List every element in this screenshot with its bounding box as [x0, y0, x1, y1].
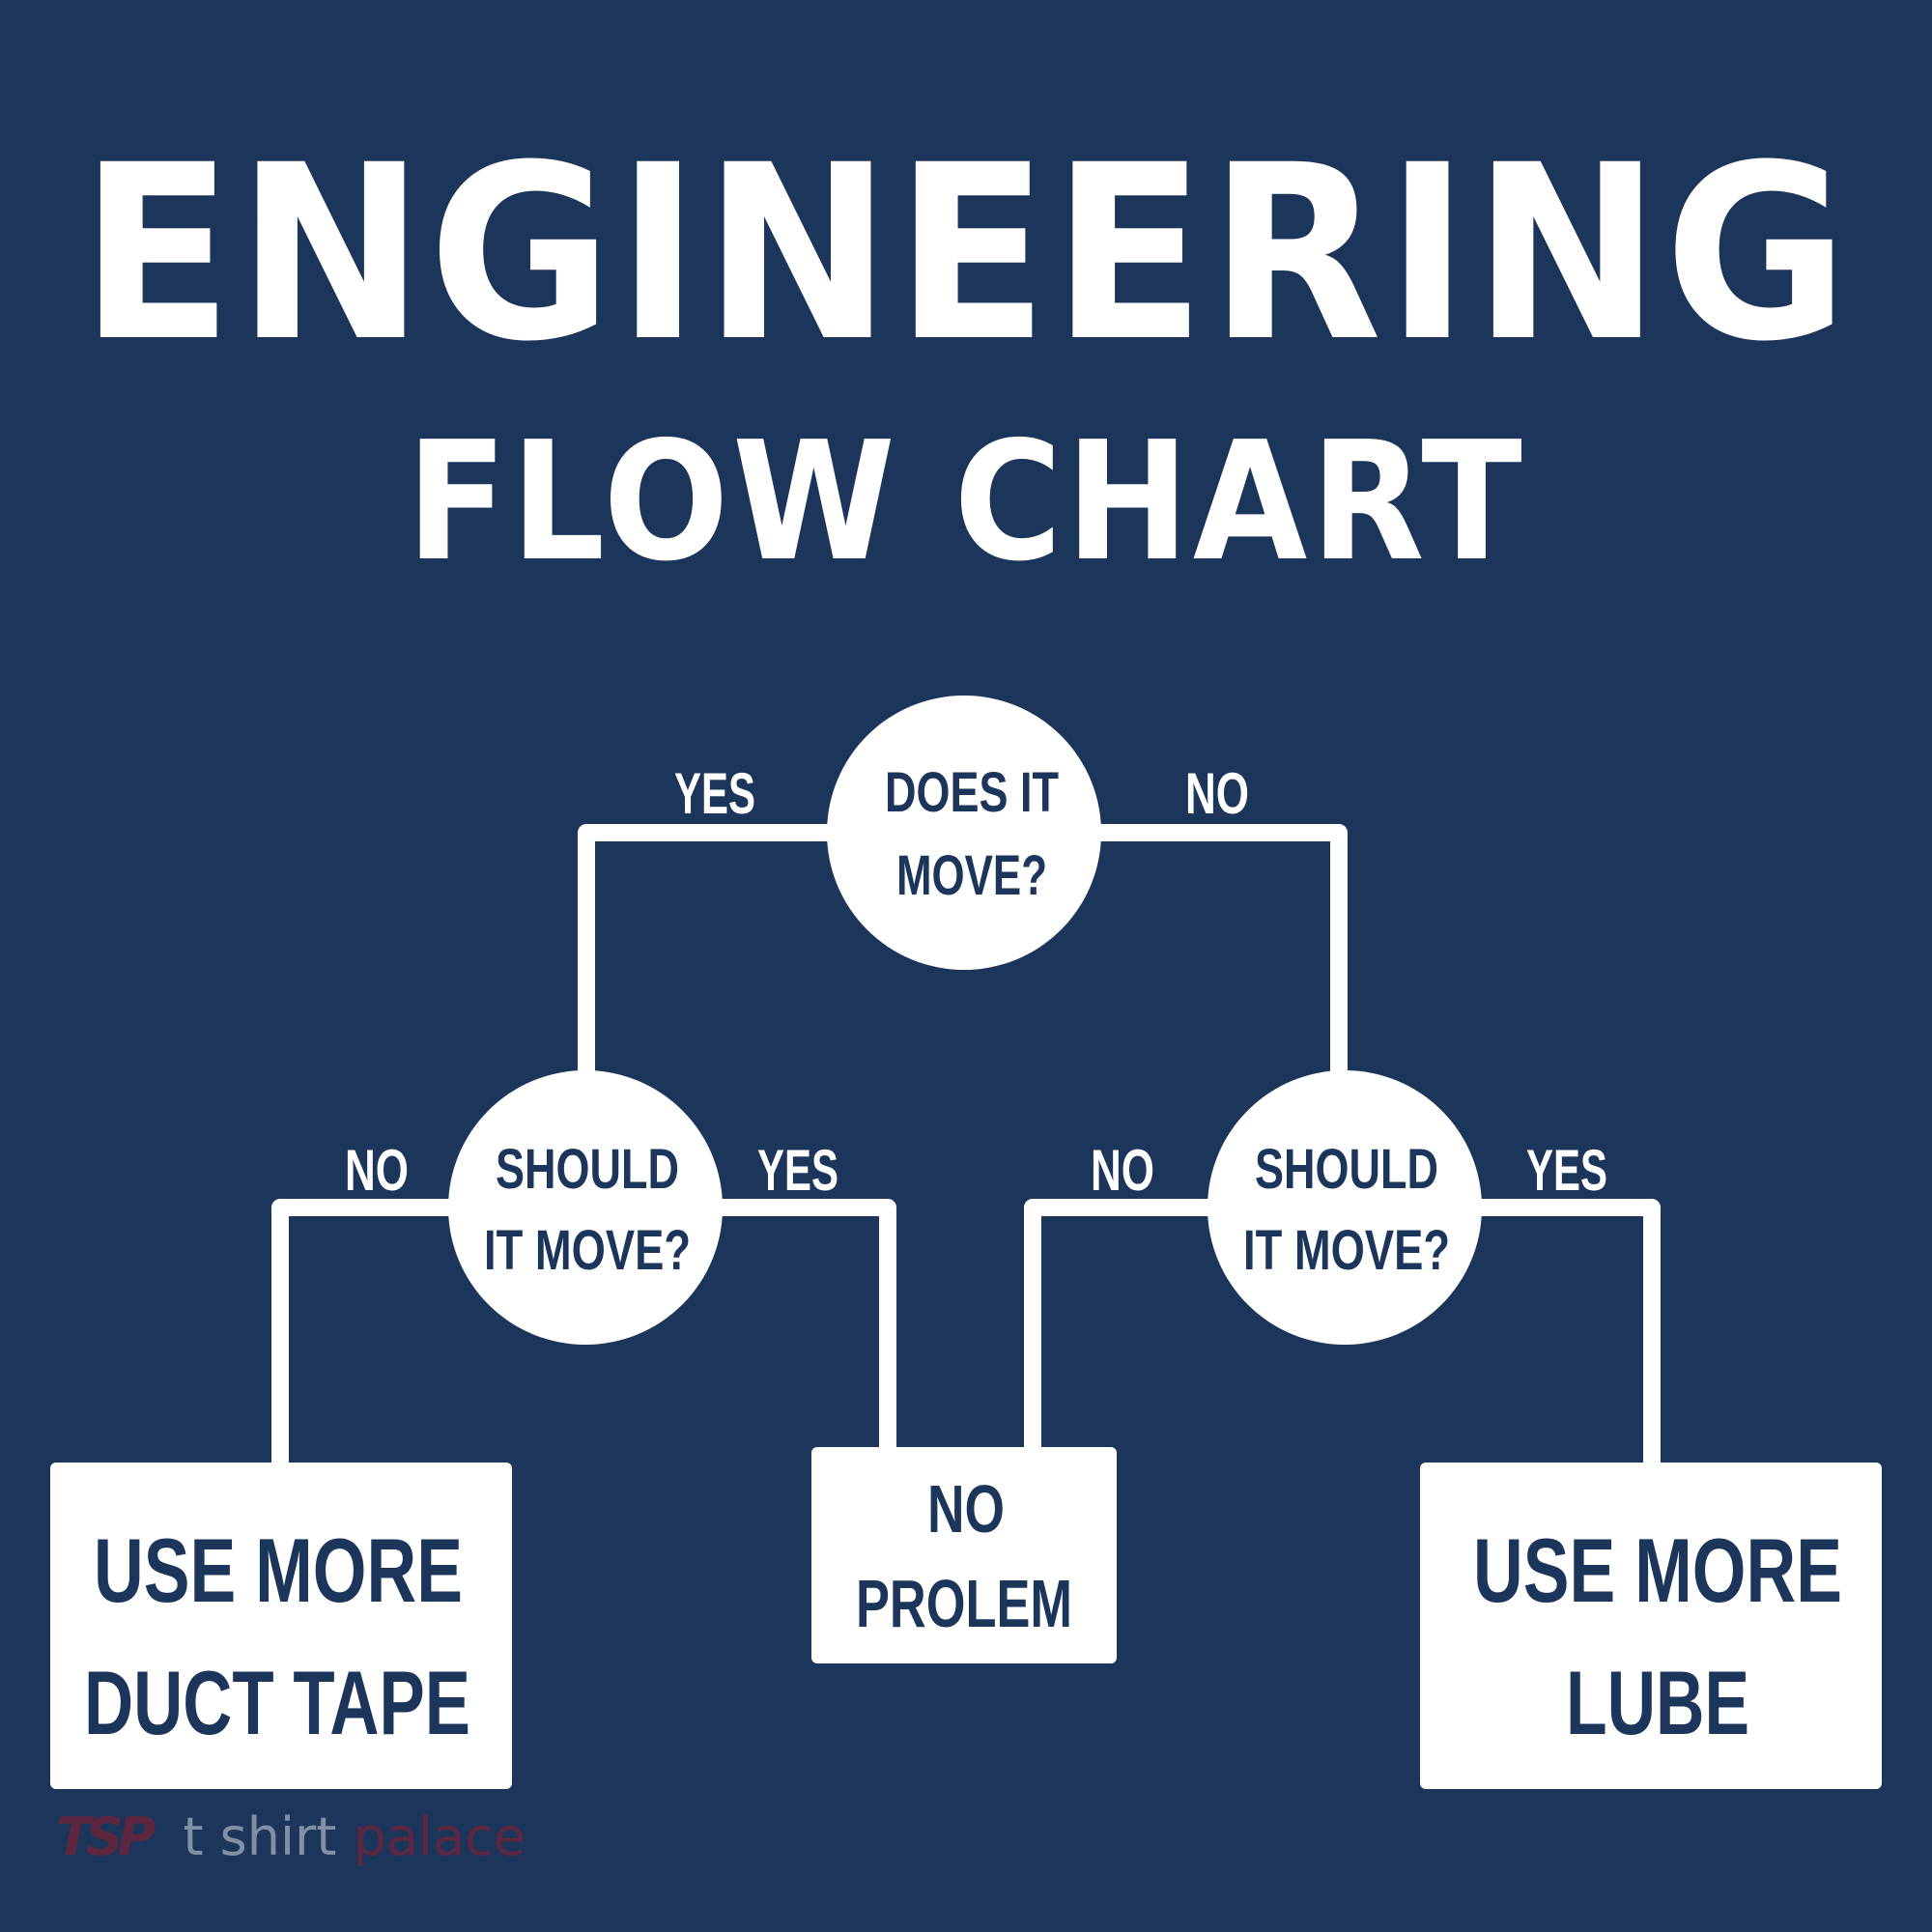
connector-top-yes: [578, 824, 838, 1089]
connector-left-yes: [714, 1199, 896, 1458]
label-top-no: NO: [1185, 761, 1249, 826]
watermark: TSP t shirt palace: [56, 1808, 526, 1866]
node-should-it-move-right-line-1: SHOULD: [1255, 1138, 1438, 1201]
label-left-no: NO: [345, 1138, 409, 1203]
outcome-duct-tape-line-2: DUCT TAPE: [84, 1652, 470, 1753]
label-top-yes: YES: [674, 761, 755, 826]
watermark-word-shirt: shirt: [219, 1806, 337, 1867]
label-right-no: NO: [1091, 1138, 1154, 1203]
node-does-it-move-line-2: MOVE?: [896, 844, 1047, 907]
outcome-box-lube: [1420, 1463, 1882, 1789]
outcome-box-no-problem: [811, 1447, 1117, 1663]
outcome-no-problem-line-2: PROLEM: [856, 1566, 1072, 1641]
node-does-it-move-line-1: DOES IT: [885, 761, 1059, 824]
node-should-it-move-left-line-1: SHOULD: [496, 1138, 679, 1201]
outcome-box-duct-tape: [50, 1463, 512, 1789]
watermark-word-t: t: [183, 1806, 204, 1867]
label-left-yes: YES: [757, 1138, 838, 1203]
outcome-no-problem-line-1: NO: [927, 1471, 1005, 1547]
connector-right-no: [1024, 1199, 1216, 1458]
watermark-logo: TSP: [56, 1806, 156, 1867]
watermark-word-palace: palace: [353, 1806, 526, 1867]
outcome-duct-tape-line-1: USE MORE: [94, 1520, 463, 1621]
node-should-it-move-left-line-2: IT MOVE?: [484, 1219, 691, 1282]
outcome-lube-line-1: USE MORE: [1473, 1520, 1842, 1621]
decision-circle-should-it-move-right: [1208, 1070, 1482, 1345]
title-line-2: FLOW CHART: [406, 407, 1526, 598]
connector-top-no: [1091, 824, 1348, 1089]
node-should-it-move-right-line-2: IT MOVE?: [1243, 1219, 1450, 1282]
label-right-yes: YES: [1526, 1138, 1607, 1203]
connector-left-no: [271, 1199, 457, 1475]
decision-circle-should-it-move-left: [448, 1070, 723, 1345]
outcome-lube-line-2: LUBE: [1566, 1652, 1749, 1753]
title-line-1: ENGINEERING: [79, 113, 1853, 394]
decision-circle-does-it-move: [827, 696, 1101, 970]
connector-right-yes: [1471, 1199, 1661, 1475]
connectors: [271, 824, 1661, 1475]
